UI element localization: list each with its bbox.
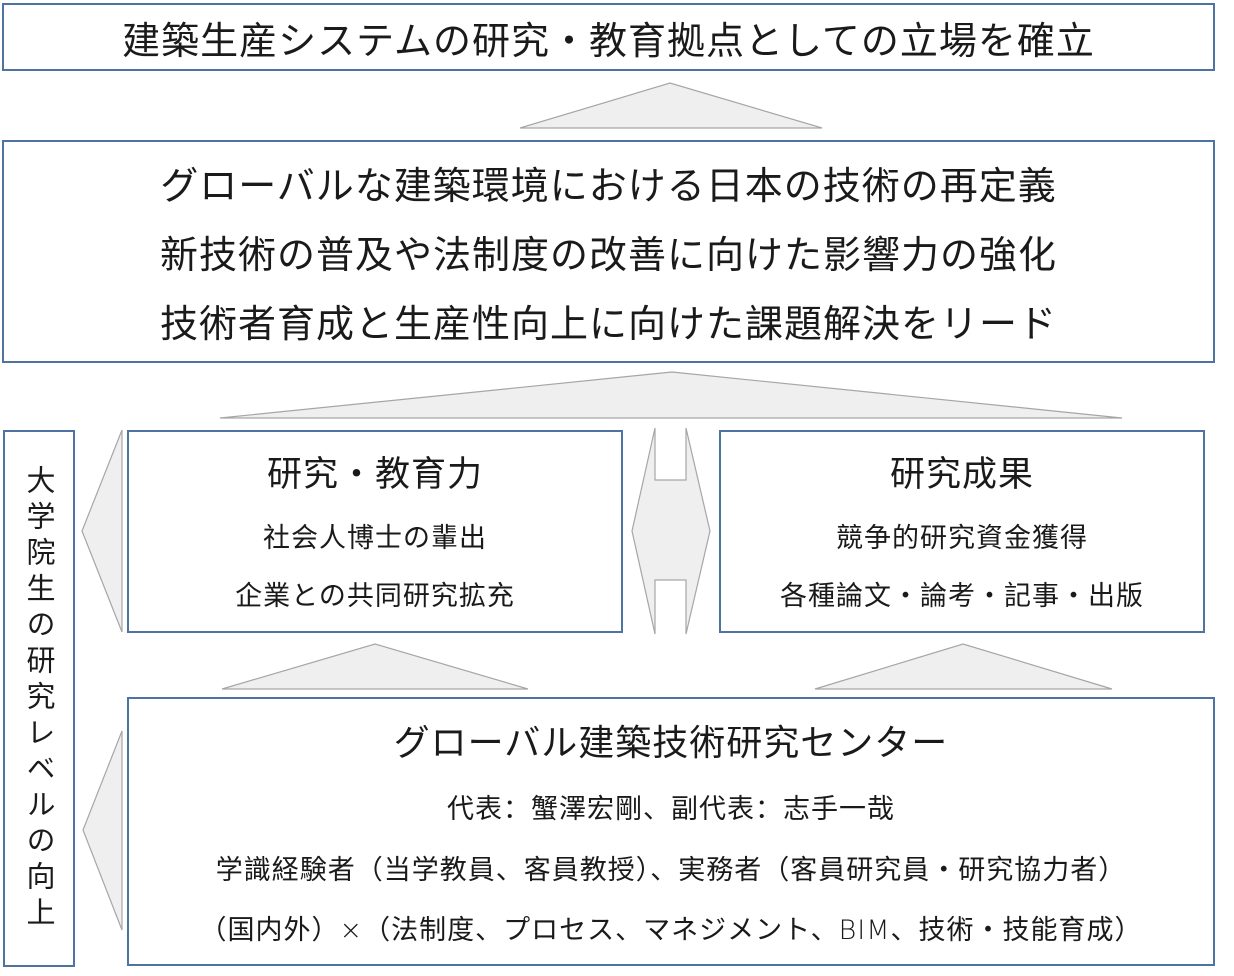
double-arrow-icon xyxy=(631,427,711,635)
center-title: グローバル建築技術研究センター xyxy=(393,722,949,764)
center-line: 学識経験者（当学教員、客員教授）、実務者（客員研究員・研究協力者） xyxy=(215,854,1127,886)
center-line: 代表：蟹澤宏剛、副代表：志手一哉 xyxy=(447,794,895,826)
goal-text: 建築生産システムの研究・教育拠点としての立場を確立 xyxy=(122,18,1095,63)
results-title: 研究成果 xyxy=(889,454,1034,495)
education-item: 社会人博士の輩出 xyxy=(263,522,487,554)
center-line: （国内外）×（法制度、プロセス、マネジメント、BIM、技術・技能育成） xyxy=(199,915,1143,947)
mission-line: グローバルな建築環境における日本の技術の再定義 xyxy=(160,164,1057,208)
education-item: 企業との共同研究拡充 xyxy=(235,581,515,613)
results-box: 研究成果 競争的研究資金獲得 各種論文・論考・記事・出版 xyxy=(719,430,1205,633)
left-arrow-icon xyxy=(82,730,123,931)
education-box: 研究・教育力 社会人博士の輩出 企業との共同研究拡充 xyxy=(127,430,623,633)
mission-box: グローバルな建築環境における日本の技術の再定義 新技術の普及や法制度の改善に向け… xyxy=(2,140,1215,363)
up-arrow-icon xyxy=(814,643,1113,690)
research-center-box: グローバル建築技術研究センター 代表：蟹澤宏剛、副代表：志手一哉 学識経験者（当… xyxy=(127,697,1215,966)
mission-line: 新技術の普及や法制度の改善に向けた影響力の強化 xyxy=(159,233,1057,277)
education-title: 研究・教育力 xyxy=(266,454,483,495)
left-arrow-icon xyxy=(81,429,123,633)
mission-line: 技術者育成と生産性向上に向けた課題解決をリード xyxy=(159,302,1057,346)
wide-up-arrow-icon xyxy=(219,371,1123,419)
graduate-level-text: 大学院生の研究レベルの向上 xyxy=(22,464,56,933)
graduate-level-box: 大学院生の研究レベルの向上 xyxy=(3,430,75,967)
up-arrow-icon xyxy=(221,643,529,690)
goal-box: 建築生産システムの研究・教育拠点としての立場を確立 xyxy=(2,3,1215,71)
results-item: 各種論文・論考・記事・出版 xyxy=(780,581,1144,613)
up-arrow-icon xyxy=(519,82,823,129)
results-item: 競争的研究資金獲得 xyxy=(836,522,1088,554)
